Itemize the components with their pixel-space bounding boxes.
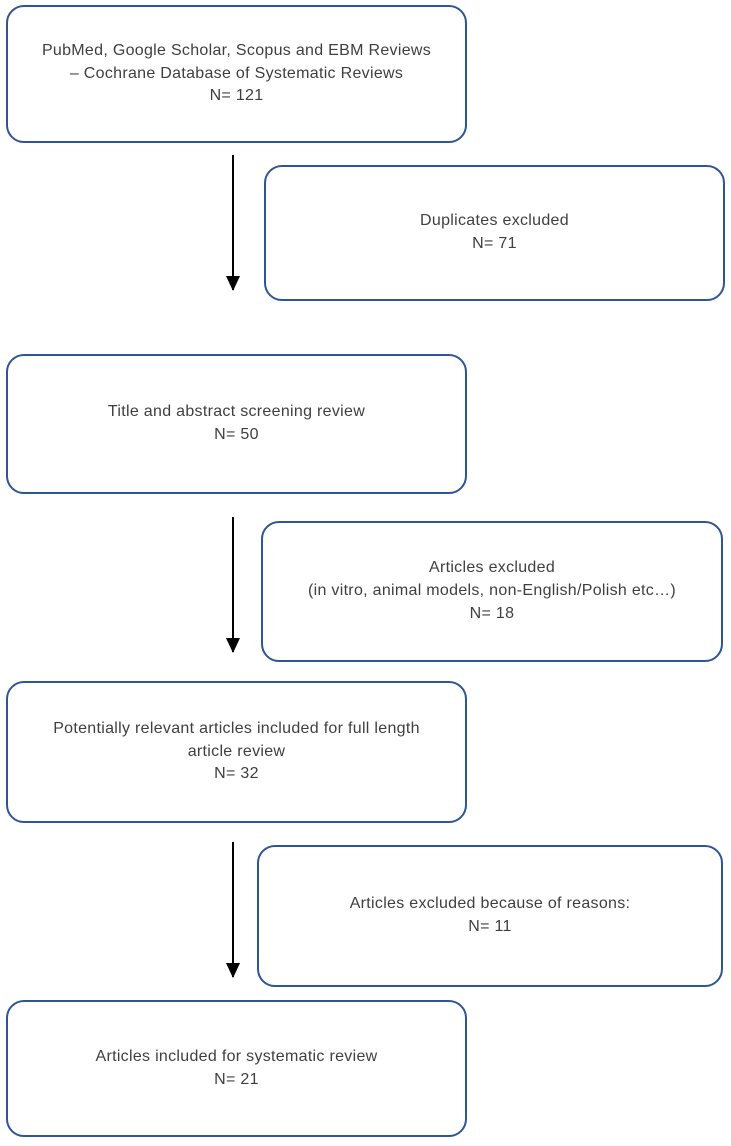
box-duplicates-excluded: Duplicates excluded N= 71 (264, 165, 725, 301)
box-records-identified: PubMed, Google Scholar, Scopus and EBM R… (6, 5, 467, 143)
box-full-length-article-review: Potentially relevant articles included f… (6, 681, 467, 823)
box-articles-excluded-reasons: Articles excluded because of reasons: N=… (257, 845, 723, 987)
box-records-identified-text: PubMed, Google Scholar, Scopus and EBM R… (41, 41, 432, 105)
flow-arrow-1 (226, 155, 240, 291)
flow-arrow-2 (226, 517, 240, 653)
box-articles-excluded-screening: Articles excluded (in vitro, animal mode… (261, 521, 723, 662)
arrow-down-icon (226, 963, 240, 978)
box-articles-included-text: Articles included for systematic review … (95, 1047, 378, 1088)
box-articles-included: Articles included for systematic review … (6, 1000, 467, 1137)
box-articles-excluded-reasons-text: Articles excluded because of reasons: N=… (349, 895, 631, 935)
arrow-down-icon (226, 638, 240, 653)
box-full-length-article-review-text: Potentially relevant articles included f… (53, 719, 420, 783)
arrow-down-icon (226, 276, 240, 291)
box-articles-excluded-screening-text: Articles excluded (in vitro, animal mode… (307, 559, 677, 622)
box-duplicates-excluded-text: Duplicates excluded N= 71 (420, 212, 569, 252)
flow-arrow-3 (226, 842, 240, 978)
box-title-abstract-screening: Title and abstract screening review N= 5… (6, 354, 467, 494)
box-title-abstract-screening-text: Title and abstract screening review N= 5… (107, 403, 366, 443)
